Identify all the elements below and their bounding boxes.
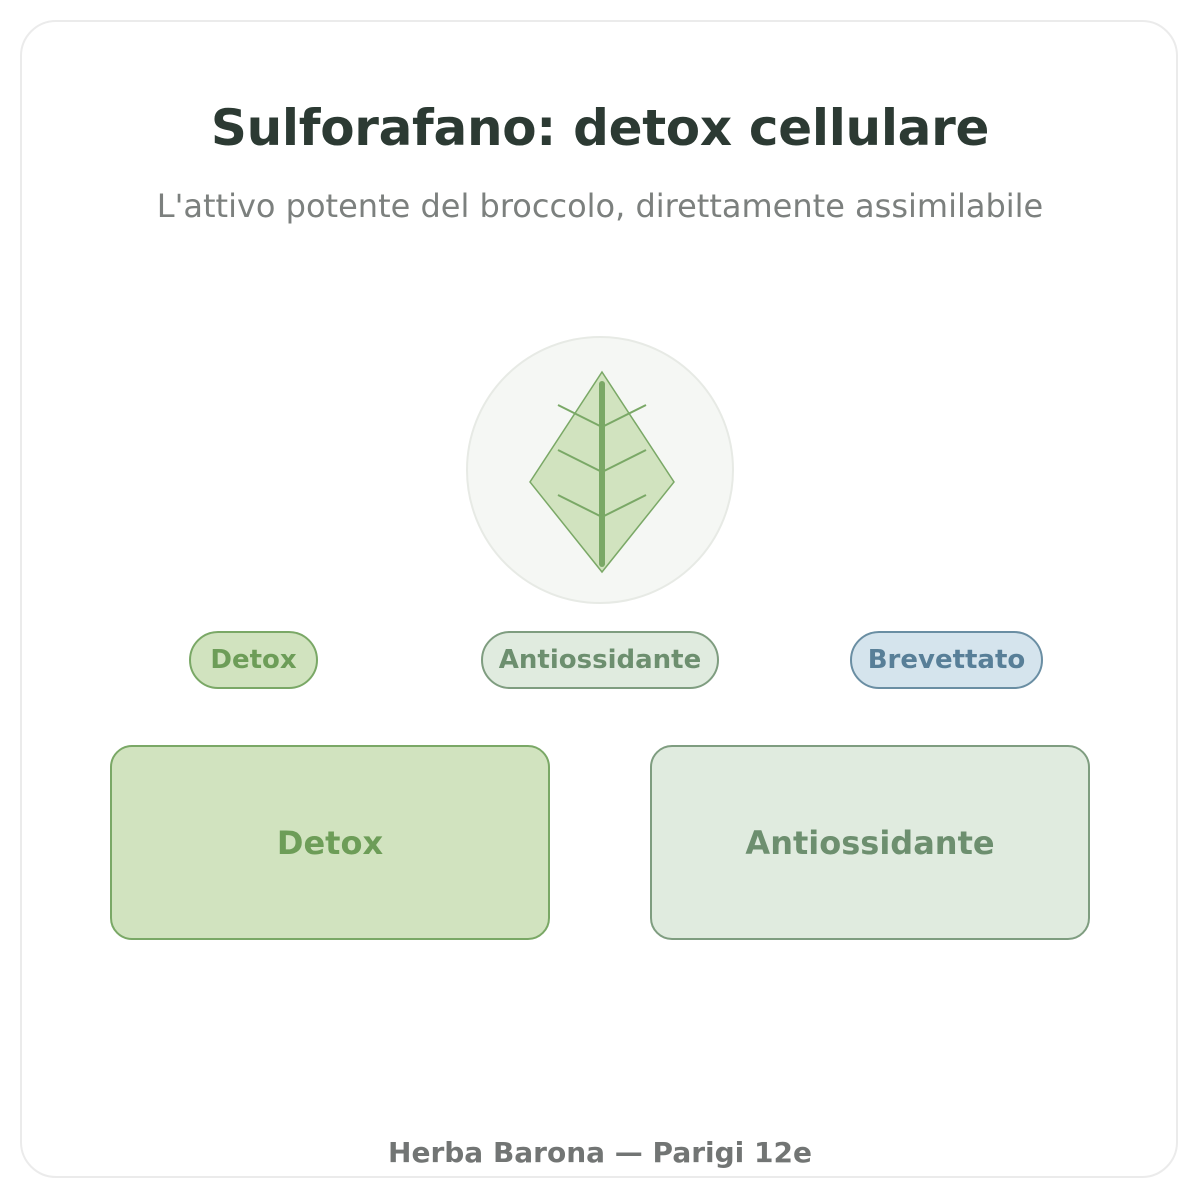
footer-brand: Herba Barona — Parigi 12e: [388, 1136, 812, 1169]
page-title: Sulforafano: detox cellulare: [210, 99, 990, 157]
panel-antiossidante: Antiossidante: [650, 745, 1090, 940]
badge-detox: Detox: [189, 631, 318, 689]
leaf-emblem: [466, 336, 734, 604]
leaf-icon: [529, 370, 675, 574]
badge-brevettato: Brevettato: [850, 631, 1043, 689]
panel-detox: Detox: [110, 745, 550, 940]
page-subtitle: L'attivo potente del broccolo, direttame…: [156, 187, 1044, 225]
badge-antiossidante: Antiossidante: [481, 631, 719, 689]
